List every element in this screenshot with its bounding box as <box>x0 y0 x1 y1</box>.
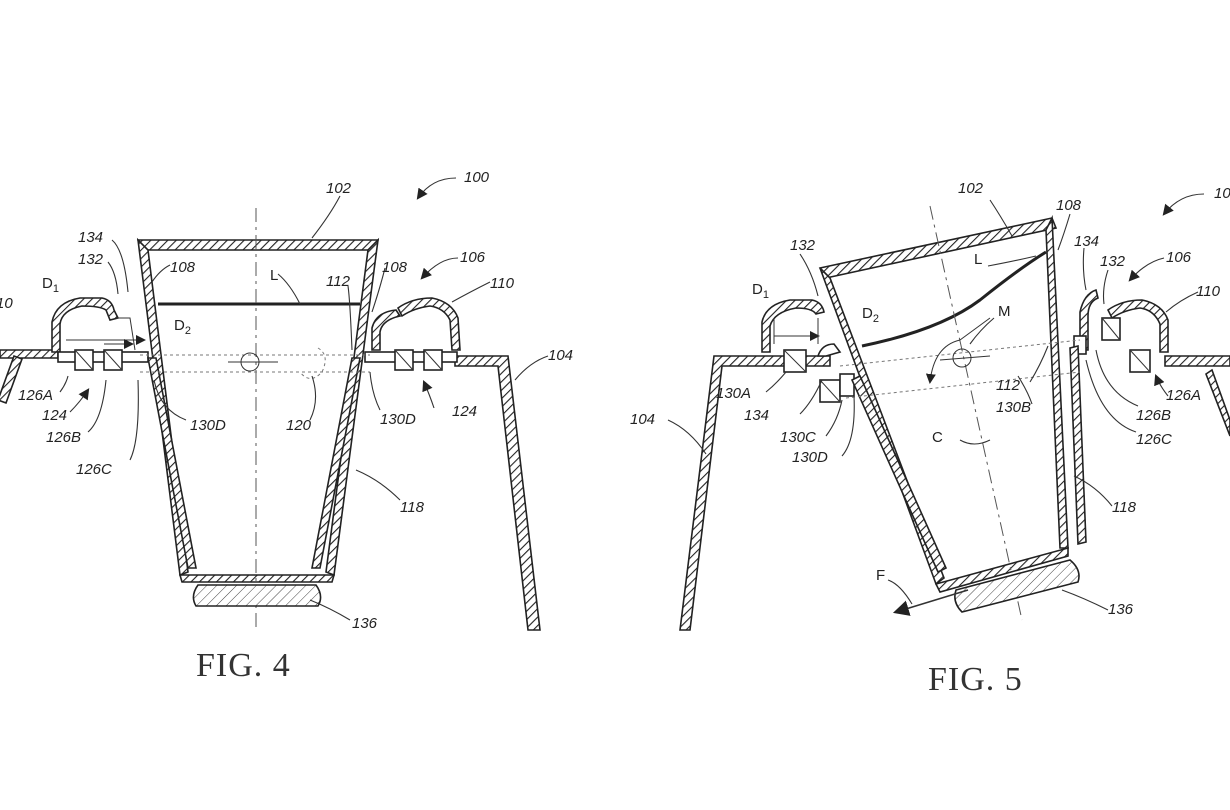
label-M-fig5: M <box>998 303 1011 320</box>
label-126c-fig5: 126C <box>1136 431 1172 448</box>
label-110-right: 110 <box>490 275 515 292</box>
base-136 <box>192 584 322 607</box>
label-d1-fig5: D1 <box>752 281 769 301</box>
label-132: 132 <box>78 251 104 268</box>
label-108-left: 108 <box>170 259 196 276</box>
label-102: 102 <box>326 180 352 197</box>
leader-lines-fig5 <box>667 193 1205 611</box>
label-F-fig5: F <box>876 567 885 584</box>
label-130c-fig5: 130C <box>780 429 816 446</box>
label-10-fig5: 10 <box>1214 185 1230 202</box>
label-134-bottom-fig5: 134 <box>744 407 769 424</box>
force-arrow-F <box>892 589 969 616</box>
holder-rim-left-fig5 <box>761 299 855 403</box>
label-132-left-fig5: 132 <box>790 237 816 254</box>
figure-5-caption: FIG. 5 <box>928 661 1023 698</box>
label-126b: 126B <box>46 429 81 446</box>
label-136-fig5: 136 <box>1108 601 1134 618</box>
figure-5: 10 102 108 132 134 132 106 110 D1 D2 L M… <box>630 180 1230 698</box>
label-136: 136 <box>352 615 378 632</box>
label-126c: 126C <box>76 461 112 478</box>
label-100: 100 <box>464 169 490 186</box>
cup-102 <box>136 208 380 630</box>
holder-rim-right-fig5 <box>1073 288 1169 373</box>
holder-rim-left <box>51 297 149 371</box>
label-126a: 126A <box>18 387 53 404</box>
label-134-top-fig5: 134 <box>1074 233 1099 250</box>
label-d2-fig5: D2 <box>862 305 879 325</box>
label-d2: D2 <box>174 317 191 337</box>
holder-rim-right <box>364 297 461 371</box>
label-120: 120 <box>286 417 312 434</box>
label-106-fig5: 106 <box>1166 249 1192 266</box>
label-130d-fig5: 130D <box>792 449 828 466</box>
label-130d-left: 130D <box>190 417 226 434</box>
label-104-fig5: 104 <box>630 411 655 428</box>
label-126b-fig5: 126B <box>1136 407 1171 424</box>
label-130a-fig5: 130A <box>716 385 751 402</box>
label-124-right: 124 <box>452 403 477 420</box>
figure-4: 100 102 106 110 10 134 132 D1 D2 108 L 1… <box>0 169 573 684</box>
label-C-fig5: C <box>932 429 943 446</box>
label-124-left: 124 <box>42 407 67 424</box>
leader-lines-fig4 <box>59 177 549 621</box>
label-118: 118 <box>400 499 425 516</box>
label-liquid-L: L <box>270 267 278 284</box>
base-136-tilted <box>954 559 1080 613</box>
label-126a-fig5: 126A <box>1166 387 1201 404</box>
label-130d-right: 130D <box>380 411 416 428</box>
label-108-fig5: 108 <box>1056 197 1082 214</box>
label-134: 134 <box>78 229 103 246</box>
label-112: 112 <box>326 273 351 290</box>
cup-102-tilted <box>818 205 1087 621</box>
label-132-right-fig5: 132 <box>1100 253 1126 270</box>
label-104: 104 <box>548 347 573 364</box>
label-130b-fig5: 130B <box>996 399 1031 416</box>
vessel-wall-104-fig5 <box>679 355 1230 631</box>
label-d1: D1 <box>42 275 59 295</box>
label-liquid-L-fig5: L <box>974 251 982 268</box>
label-112-fig5: 112 <box>996 377 1021 394</box>
label-106: 106 <box>460 249 486 266</box>
label-102-fig5: 102 <box>958 180 984 197</box>
label-110-fig5: 110 <box>1196 283 1221 300</box>
label-10-left: 10 <box>0 295 13 312</box>
figure-4-caption: FIG. 4 <box>196 647 291 684</box>
label-118-fig5: 118 <box>1112 499 1137 516</box>
label-108-right: 108 <box>382 259 408 276</box>
